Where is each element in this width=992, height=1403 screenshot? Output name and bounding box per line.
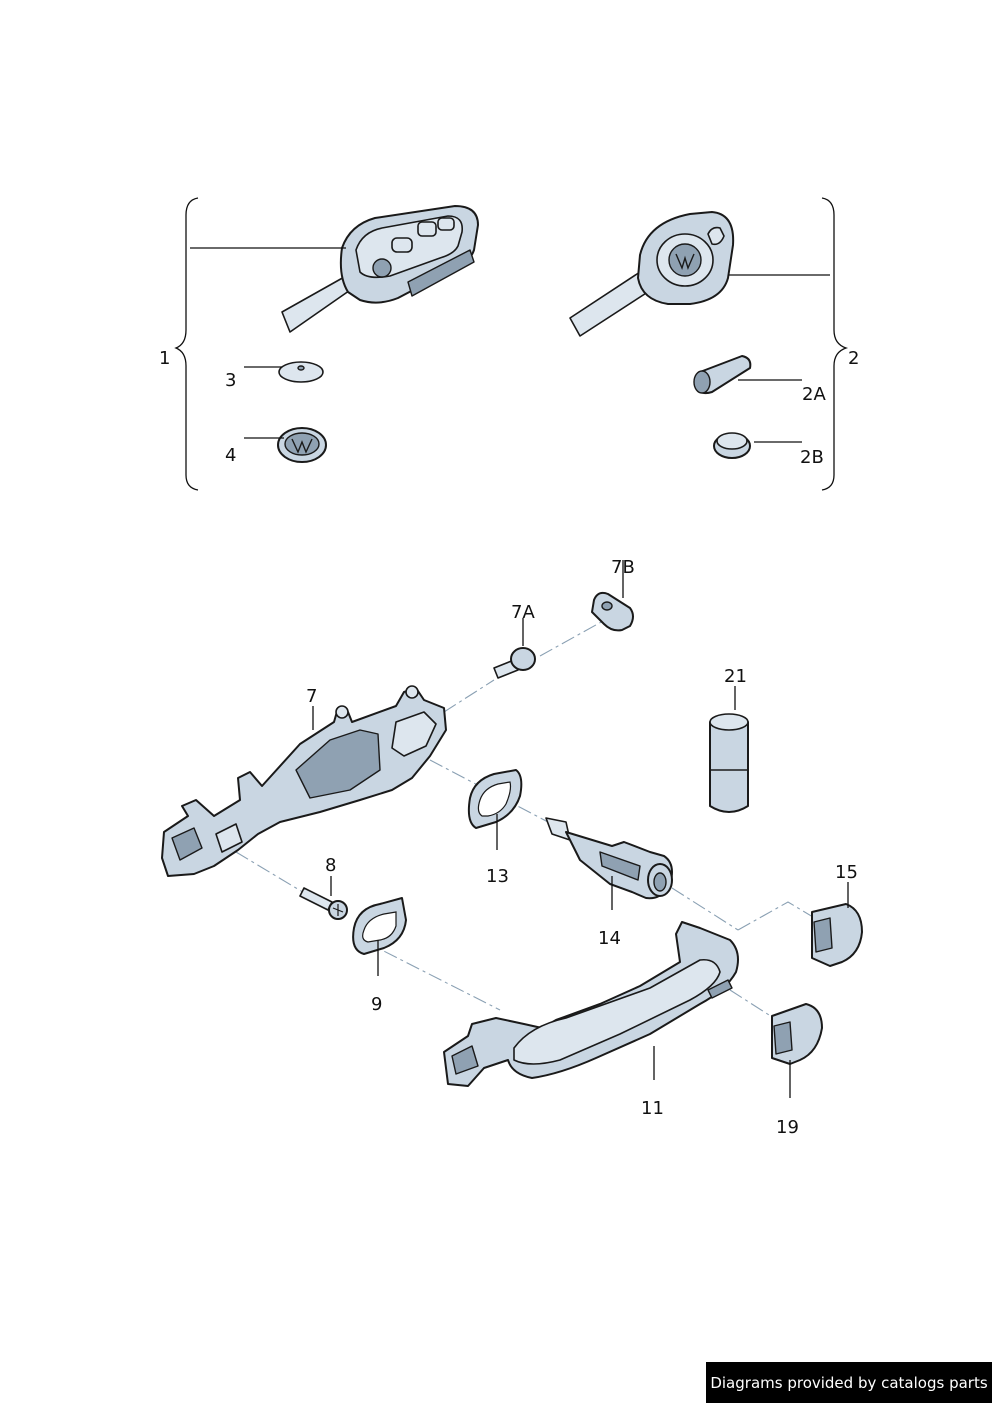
callout-8: 8	[325, 855, 336, 876]
gasket-front	[467, 769, 523, 829]
axis-line-15	[737, 901, 819, 931]
callout-1: 1	[159, 348, 170, 369]
transponder	[693, 355, 752, 395]
left-brace	[174, 197, 199, 491]
pull-handle	[443, 921, 739, 1087]
callout-2B: 2B	[800, 447, 824, 468]
bracket-plate	[591, 591, 634, 632]
footer-credit: Diagrams provided by catalogs parts	[706, 1362, 992, 1403]
handle-cover-cap	[771, 1003, 823, 1065]
axis-line-13	[429, 759, 549, 823]
axis-line-7b	[539, 615, 613, 657]
callout-2A: 2A	[802, 384, 826, 405]
callout-7B: 7B	[611, 557, 635, 578]
footer-credit-text: Diagrams provided by catalogs parts	[710, 1373, 988, 1392]
lock-cylinder	[545, 817, 673, 900]
flip-key	[281, 205, 479, 333]
callout-15: 15	[835, 862, 858, 883]
lock-cover-cap	[811, 903, 863, 967]
callout-7A: 7A	[511, 602, 535, 623]
fixed-key	[569, 211, 735, 337]
callout-21: 21	[724, 666, 747, 687]
callout-3: 3	[225, 370, 236, 391]
callout-13: 13	[486, 866, 509, 887]
callout-2: 2	[848, 348, 859, 369]
grease-tube	[709, 713, 749, 813]
battery-cell	[278, 361, 324, 383]
callout-7: 7	[306, 686, 317, 707]
screw	[299, 887, 348, 920]
emblem	[277, 427, 327, 463]
callout-14: 14	[598, 928, 621, 949]
cover-cap	[713, 432, 751, 459]
bolt	[493, 647, 536, 679]
callout-4: 4	[225, 445, 236, 466]
axis-line-7a	[443, 679, 495, 713]
axis-line-14	[671, 887, 739, 931]
callout-9: 9	[371, 994, 382, 1015]
handle-carrier	[161, 685, 447, 877]
gasket-rear	[352, 897, 407, 955]
callout-19: 19	[776, 1117, 799, 1138]
callout-11: 11	[641, 1098, 664, 1119]
axis-line-9	[361, 939, 501, 1011]
axis-line-19	[729, 989, 781, 1023]
right-brace	[821, 197, 849, 491]
